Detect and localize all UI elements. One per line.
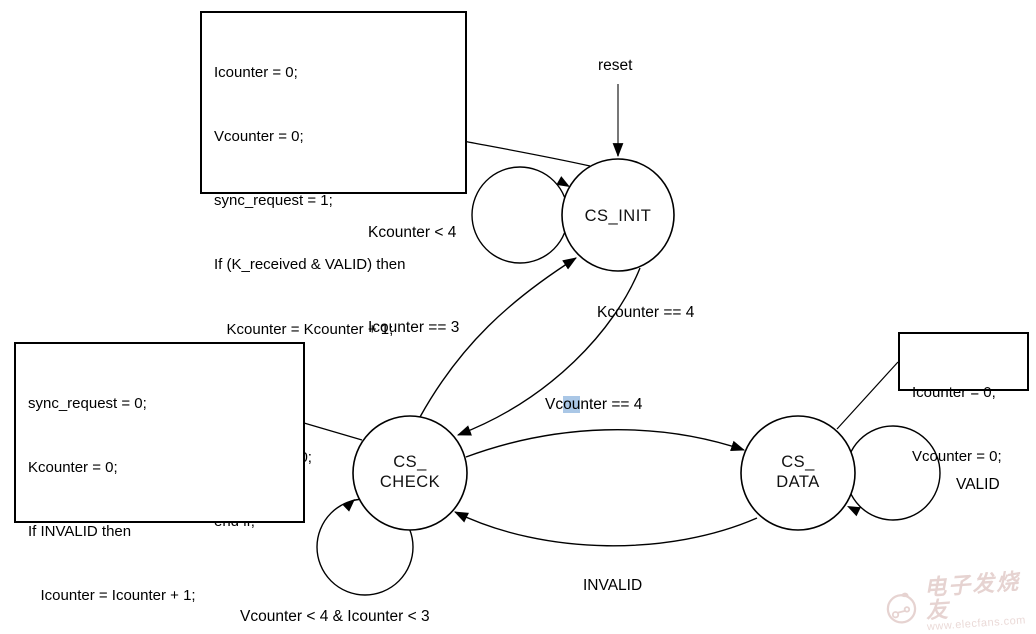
note-line: sync_request = 1; — [214, 192, 333, 210]
note-line: If INVALID then — [28, 523, 132, 541]
label-check-self-condition: Vcounter < 4 & Icounter < 3 — [240, 608, 430, 625]
state-circle-check — [352, 415, 468, 531]
transition-check-to-data — [465, 429, 746, 458]
data-loop-arrowhead — [847, 506, 861, 517]
init-box-connector — [462, 140, 591, 167]
note-line: sync_request = 0; — [28, 394, 147, 412]
note-line: Icounter = 0; — [214, 63, 298, 81]
state-label-check: CS_ CHECK — [350, 452, 470, 492]
check-actions-box: sync_request = 0; Kcounter = 0; If INVAL… — [14, 342, 305, 604]
transition-init-to-check — [456, 267, 641, 436]
check-box-connector — [303, 422, 363, 441]
text-selection-highlight: ou — [563, 396, 581, 413]
state-label-data: CS_ DATA — [738, 452, 858, 492]
state-label-check-line1: CS_ — [393, 453, 427, 471]
init-self-loop — [471, 166, 569, 264]
label-reset: reset — [598, 57, 633, 74]
data-box-connector — [836, 361, 899, 430]
label-icounter-eq-3: Icounter == 3 — [368, 319, 460, 336]
label-vcounter-post: nter == 4 — [580, 396, 643, 413]
note-line: Kcounter = 0; — [28, 459, 118, 477]
transition-data-to-check — [454, 511, 758, 547]
init-actions-box: Icounter = 0; Vcounter = 0; sync_request… — [200, 11, 467, 530]
label-kcounter-lt-4: Kcounter < 4 — [368, 224, 457, 241]
note-line: Icounter = Icounter + 1; — [28, 587, 196, 605]
state-label-data-line2: DATA — [776, 473, 820, 491]
init-loop-arrowhead — [556, 176, 570, 187]
note-line: Vcounter = 0; — [214, 128, 304, 146]
transition-check-to-init — [419, 257, 577, 418]
check-loop-arrowhead — [342, 499, 355, 512]
label-invalid: INVALID — [583, 577, 643, 594]
note-line: If (K_received & VALID) then — [214, 256, 406, 274]
note-line: Kcounter = Kcounter + 1; — [214, 320, 394, 338]
label-kcounter-eq-4: Kcounter == 4 — [597, 304, 695, 321]
state-circle-data — [740, 415, 856, 531]
state-label-init: CS_INIT — [584, 207, 652, 225]
label-vcounter-eq-4: Vcounter == 4 — [545, 396, 642, 414]
state-label-check-line2: CHECK — [379, 473, 441, 491]
state-label-data-line1: CS_ — [781, 453, 815, 471]
state-circle-init — [561, 158, 675, 272]
label-vcounter-pre: Vc — [545, 396, 564, 413]
data-actions-box: Icounter = 0; Vcounter = 0; — [898, 332, 1029, 465]
label-valid: VALID — [956, 476, 1000, 493]
note-line: Icounter = 0; — [912, 383, 996, 401]
note-line: Vcounter = 0; — [912, 448, 1002, 466]
